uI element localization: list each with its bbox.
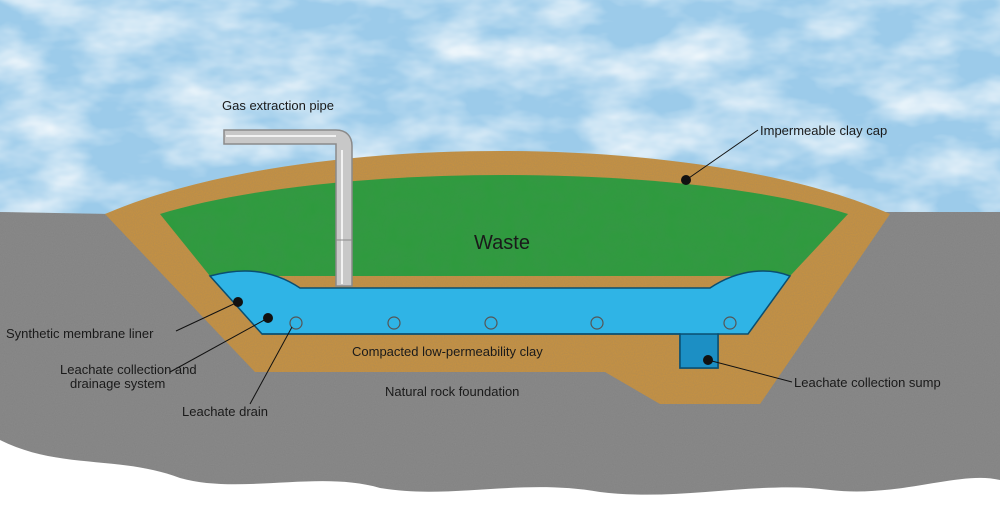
gas-extraction-pipe bbox=[223, 129, 353, 287]
clay-cap-dot bbox=[681, 175, 691, 185]
liner-leader bbox=[175, 301, 239, 332]
drain-leader bbox=[249, 326, 293, 405]
drainage-layer bbox=[208, 270, 792, 369]
waste-body bbox=[160, 175, 848, 276]
waste-texture bbox=[160, 175, 848, 276]
drain-pipe bbox=[289, 316, 303, 330]
label-collection-line2: drainage system bbox=[70, 376, 165, 391]
drain-pipe bbox=[723, 316, 737, 330]
label-clay-cap: Impermeable clay cap bbox=[760, 123, 887, 138]
label-gas-pipe: Gas extraction pipe bbox=[222, 98, 334, 113]
collection-dot bbox=[263, 313, 273, 323]
label-waste: Waste bbox=[474, 232, 530, 254]
label-collection-line1: Leachate collection and bbox=[60, 362, 197, 377]
label-drain: Leachate drain bbox=[182, 404, 268, 419]
drainage-fill bbox=[208, 270, 792, 369]
label-liner: Synthetic membrane liner bbox=[6, 326, 154, 341]
ground-edge bbox=[0, 440, 1000, 502]
collection-leader bbox=[169, 317, 269, 373]
leachate-sump bbox=[679, 333, 719, 369]
liner-dot bbox=[233, 297, 243, 307]
sump-leader bbox=[707, 359, 793, 383]
labels: Gas extraction pipe Impermeable clay cap… bbox=[6, 98, 941, 419]
clay-cap-leader bbox=[685, 129, 759, 181]
drain-pipe bbox=[590, 316, 604, 330]
gas-pipe-body bbox=[223, 129, 353, 287]
drain-pipe bbox=[387, 316, 401, 330]
leaders bbox=[169, 129, 793, 405]
sump-dot bbox=[703, 355, 713, 365]
label-rock: Natural rock foundation bbox=[385, 384, 519, 399]
label-sump: Leachate collection sump bbox=[794, 375, 941, 390]
drain-pipe bbox=[484, 316, 498, 330]
label-clay: Compacted low-permeability clay bbox=[352, 344, 543, 359]
